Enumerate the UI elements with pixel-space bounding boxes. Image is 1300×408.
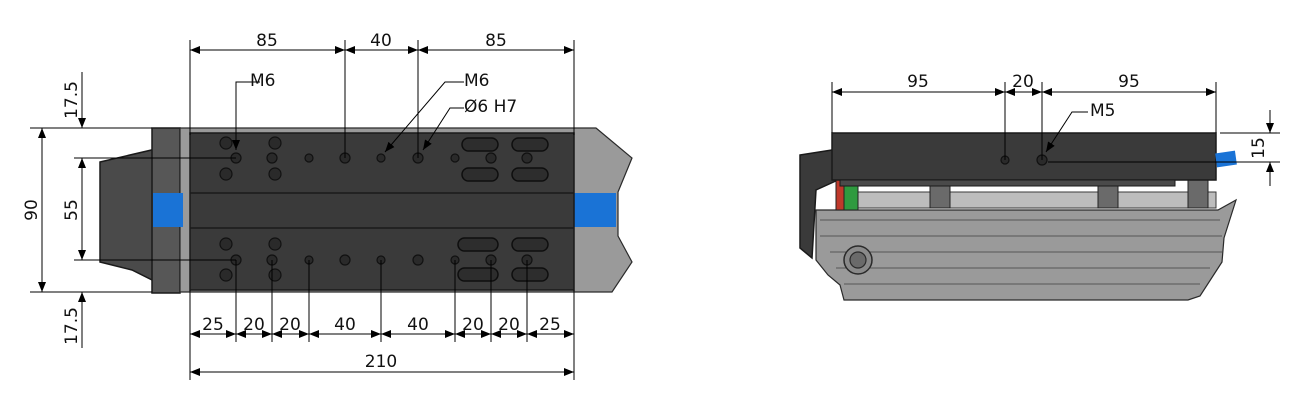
hole-row-top bbox=[219, 136, 549, 182]
side-callout-thread: M5 bbox=[1090, 101, 1115, 121]
dim-bottom-3: 20 bbox=[279, 315, 301, 335]
side-dim-2: 20 bbox=[1012, 72, 1034, 92]
callout-pin-bore: Ø6 H7 bbox=[464, 97, 517, 117]
dim-bottom-8: 25 bbox=[539, 315, 561, 335]
dim-bottom-7: 20 bbox=[498, 315, 520, 335]
dim-top-2: 40 bbox=[370, 31, 392, 51]
dim-bottom-5: 40 bbox=[407, 315, 429, 335]
side-view: 95 20 95 15 M5 bbox=[799, 72, 1280, 301]
callout-thread-b: M6 bbox=[464, 71, 489, 91]
dim-bottom-1: 25 bbox=[202, 315, 224, 335]
belt-left bbox=[153, 193, 183, 227]
dim-bottom-4: 40 bbox=[334, 315, 356, 335]
dim-left-3: 55 bbox=[62, 199, 82, 221]
belt-right bbox=[574, 193, 616, 227]
dim-left-2: 90 bbox=[22, 199, 42, 221]
dim-bottom-6: 20 bbox=[462, 315, 484, 335]
carriage-side bbox=[831, 132, 1217, 181]
dim-left-1: 17.5 bbox=[62, 81, 82, 119]
callout-thread-a: M6 bbox=[250, 71, 275, 91]
linear-rail bbox=[835, 191, 1217, 209]
dim-top-1: 85 bbox=[256, 31, 278, 51]
side-dim-1: 95 bbox=[907, 72, 929, 92]
profile-side bbox=[815, 198, 1238, 301]
side-dim-3: 95 bbox=[1118, 72, 1140, 92]
dim-top-3: 85 bbox=[485, 31, 507, 51]
dim-bottom-2: 20 bbox=[243, 315, 265, 335]
side-dim-height: 15 bbox=[1249, 137, 1269, 159]
top-view: 85 40 85 25 20 20 40 40 20 20 25 210 17.… bbox=[22, 31, 633, 380]
belt-stub bbox=[1215, 150, 1237, 168]
dim-overall-length: 210 bbox=[365, 352, 397, 372]
dim-left-4: 17.5 bbox=[62, 307, 82, 345]
